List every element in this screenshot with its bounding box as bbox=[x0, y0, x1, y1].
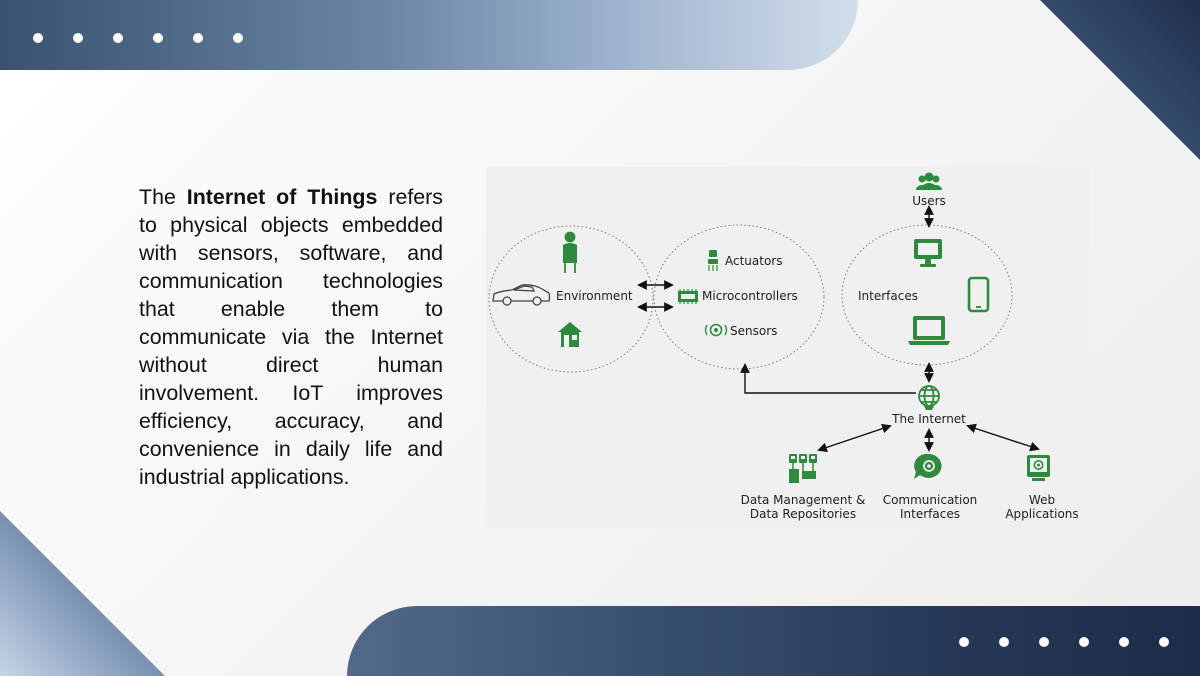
sensors-label: Sensors bbox=[730, 324, 778, 338]
environment-cluster bbox=[488, 225, 654, 373]
diagram-graphics bbox=[488, 172, 1050, 483]
microcontrollers-label: Microcontrollers bbox=[702, 289, 798, 303]
sensor-icon bbox=[704, 323, 728, 337]
data-management-label-line2: Data Repositories bbox=[749, 507, 857, 521]
actuator-icon bbox=[708, 250, 718, 271]
person-icon bbox=[563, 231, 577, 273]
actuators-label: Actuators bbox=[725, 254, 783, 268]
communication-icon bbox=[914, 453, 942, 479]
internet-data-arrow bbox=[817, 423, 892, 453]
data-repository-icon bbox=[789, 454, 817, 483]
top-dots-decoration bbox=[33, 33, 243, 43]
devices-cluster bbox=[653, 224, 825, 370]
interfaces-label: Interfaces bbox=[858, 289, 918, 303]
top-decorative-band bbox=[0, 0, 858, 70]
monitor-icon bbox=[914, 239, 942, 267]
internet-web-arrow bbox=[966, 423, 1040, 452]
communication-label-line1: Communication bbox=[882, 493, 978, 507]
internet-label: The Internet bbox=[892, 412, 966, 426]
devices-internet-connector bbox=[740, 363, 916, 394]
bottom-decorative-band bbox=[347, 606, 1200, 676]
web-label-line2: Applications bbox=[1005, 507, 1079, 521]
users-icon bbox=[916, 172, 942, 190]
bottom-dots-decoration bbox=[959, 637, 1169, 647]
globe-icon bbox=[918, 385, 940, 410]
data-management-label-line1: Data Management & bbox=[740, 493, 866, 507]
house-icon bbox=[558, 322, 582, 347]
laptop-icon bbox=[908, 316, 950, 345]
iot-diagram: Users Environment Actuators Microcontrol… bbox=[486, 167, 1090, 528]
key-term: Internet of Things bbox=[186, 185, 378, 209]
web-app-icon bbox=[1027, 455, 1050, 481]
bottom-left-decorative-triangle bbox=[0, 511, 165, 676]
users-label: Users bbox=[912, 194, 946, 208]
microcontroller-icon bbox=[678, 289, 698, 304]
environment-label: Environment bbox=[556, 289, 633, 303]
car-icon bbox=[492, 284, 551, 306]
phone-icon bbox=[967, 276, 990, 313]
web-label-line1: Web bbox=[1028, 493, 1056, 507]
description-text: refers to physical objects embedded with… bbox=[139, 185, 444, 489]
top-right-decorative-triangle bbox=[1040, 0, 1200, 160]
communication-label-line2: Interfaces bbox=[900, 507, 960, 521]
intro-text: The bbox=[139, 185, 176, 209]
iot-description: The Internet of Things refers to physica… bbox=[139, 183, 443, 491]
